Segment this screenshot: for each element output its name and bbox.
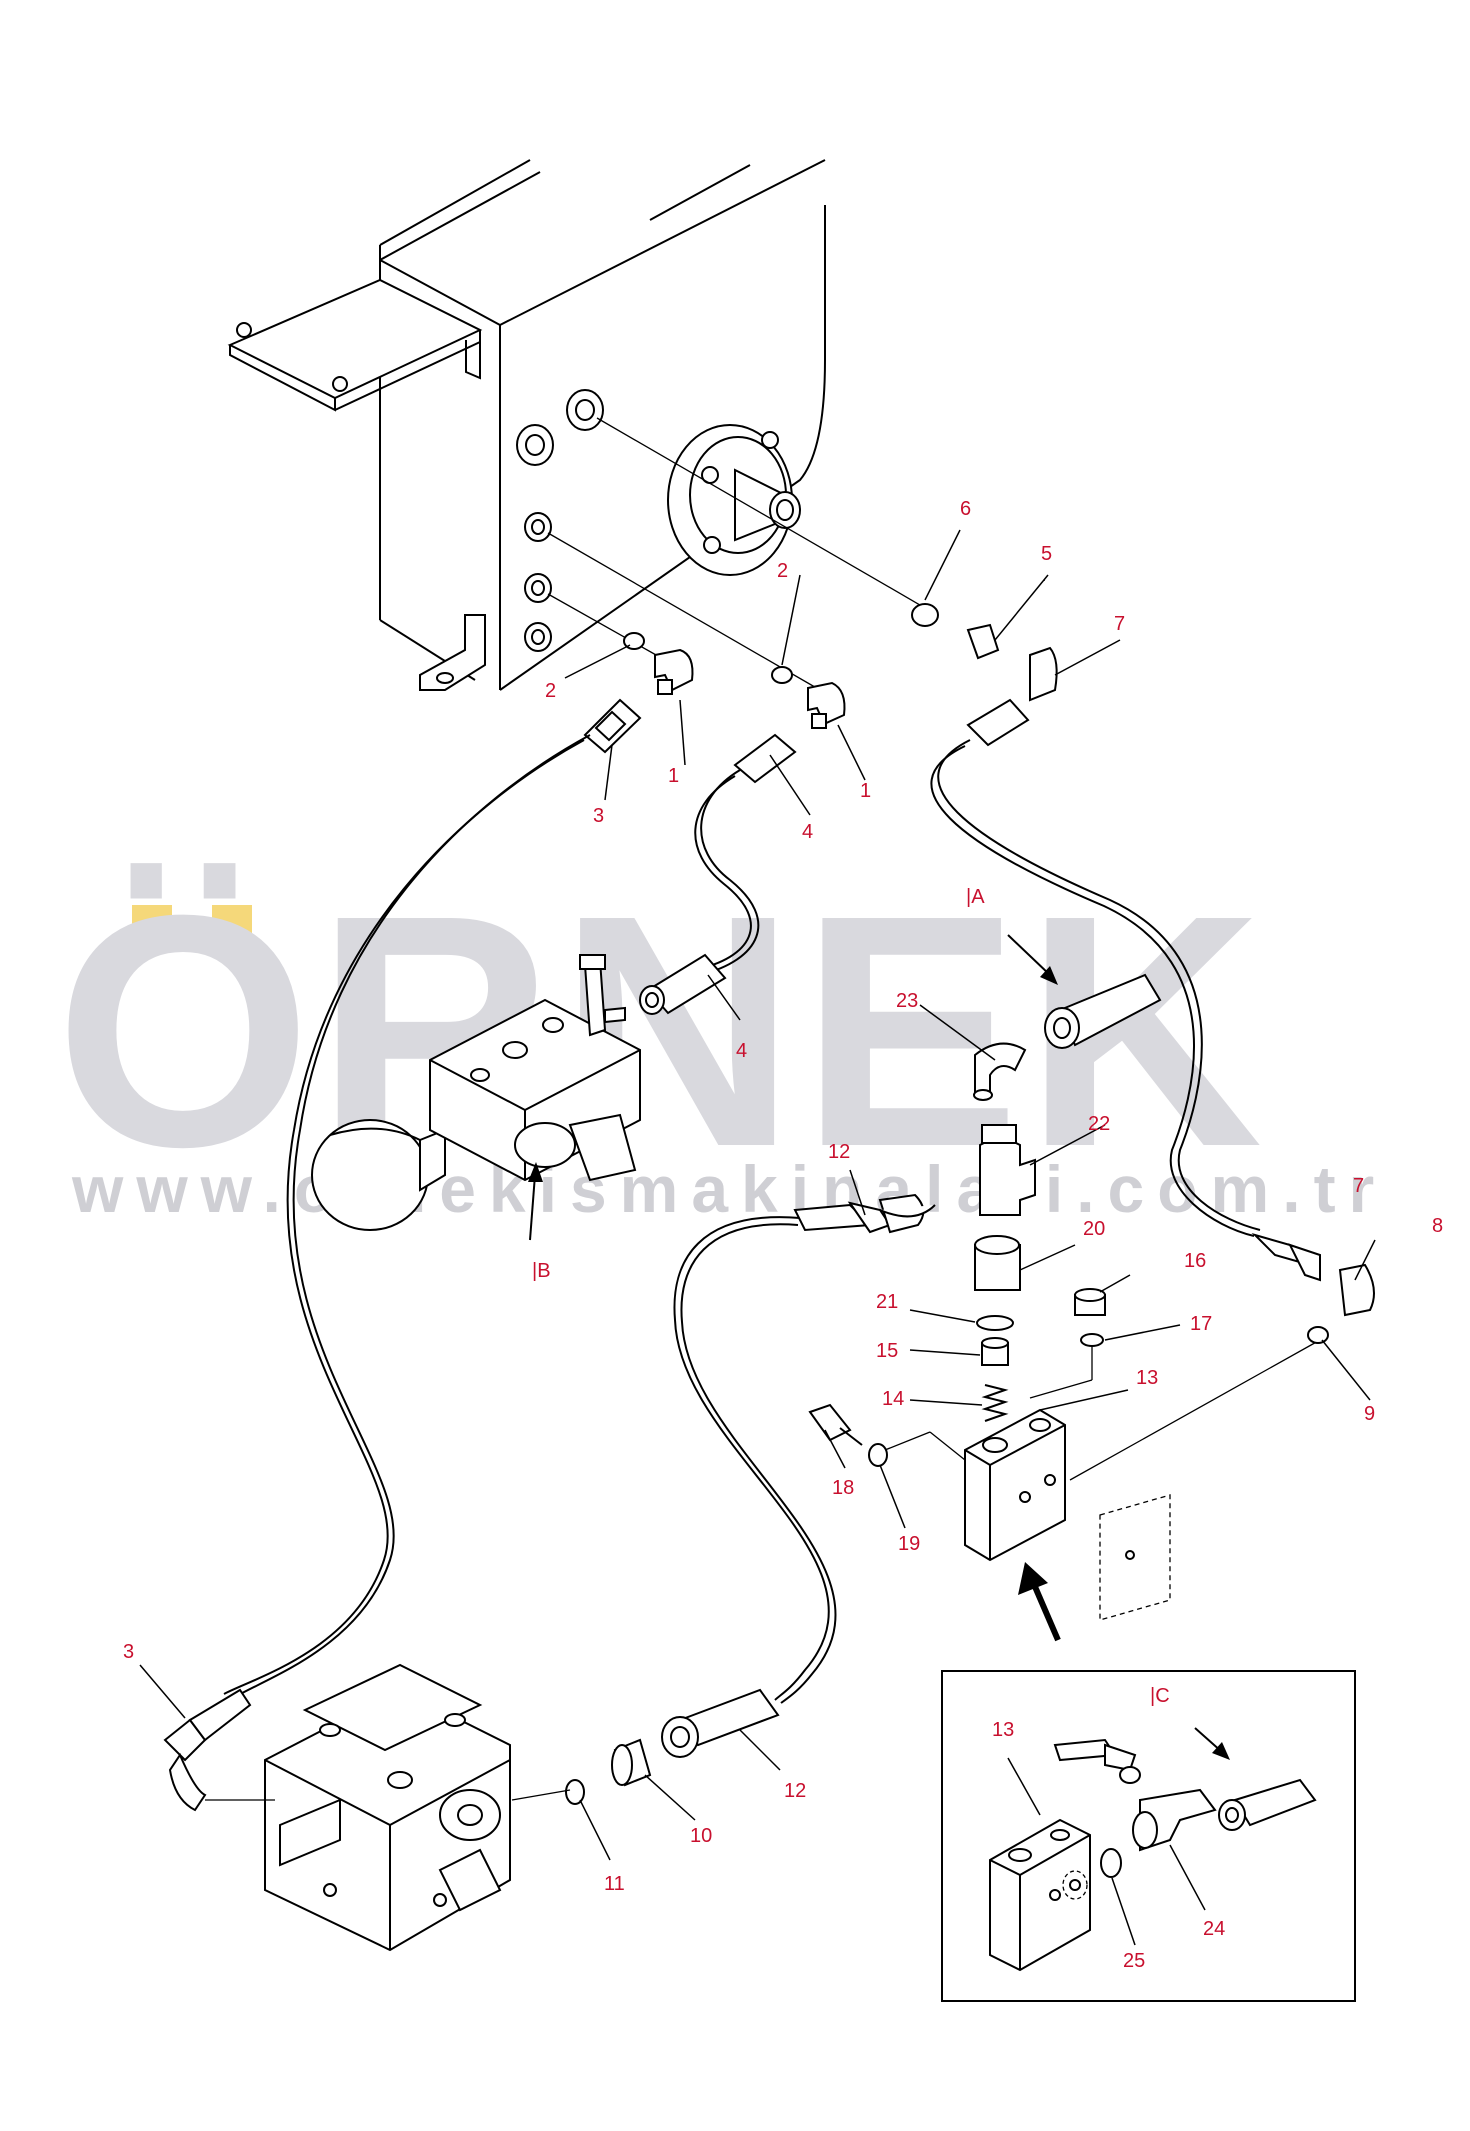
callout-23: 23 (896, 990, 918, 1012)
callout-25: 25 (1123, 1950, 1145, 1972)
callout-4-lower: 4 (736, 1040, 747, 1062)
callout-13-view-c: 13 (992, 1719, 1014, 1741)
callout-12-lower: 12 (784, 1780, 806, 1802)
assembly-lines (547, 417, 1321, 1481)
callout-7-lower: 7 (1353, 1175, 1364, 1197)
hose-end-4-lower (639, 953, 727, 1015)
view-c-panel (941, 1670, 1356, 2002)
callout-14: 14 (882, 1388, 904, 1410)
callout-5: 5 (1041, 543, 1052, 565)
callout-15: 15 (876, 1340, 898, 1362)
callout-7-upper: 7 (1114, 613, 1125, 635)
arrow-icon (528, 1162, 543, 1241)
view-label-c: |C (1150, 1685, 1170, 1707)
callout-22: 22 (1088, 1113, 1110, 1135)
callout-2-right: 2 (777, 560, 788, 582)
callout-labels: 1 1 2 2 3 3 4 4 5 6 7 7 8 9 10 11 12 12 … (123, 498, 1443, 1972)
callout-18: 18 (832, 1477, 854, 1499)
callout-17: 17 (1190, 1313, 1212, 1335)
lower-center-fittings (565, 1688, 780, 1805)
callout-13-main: 13 (1136, 1367, 1158, 1389)
accumulator-valve (311, 954, 641, 1231)
watermark: ÖRNEK www.ornekismakinalari.com.tr (55, 846, 1374, 1226)
callout-2-left: 2 (545, 680, 556, 702)
upper-fittings (583, 603, 1058, 784)
callout-4-upper: 4 (802, 821, 813, 843)
callout-24: 24 (1203, 1918, 1225, 1940)
view-label-b: |B (532, 1260, 551, 1282)
pump-assembly (163, 1663, 571, 1952)
hoses (223, 734, 1261, 1704)
leader-lines (139, 529, 1376, 1946)
callout-16: 16 (1184, 1250, 1206, 1272)
callout-3-lower: 3 (123, 1641, 134, 1663)
valve-block-13 (808, 1288, 1171, 1621)
lower-right-fittings (1251, 1232, 1375, 1344)
callout-1-right: 1 (860, 780, 871, 802)
callout-11: 11 (604, 1873, 625, 1895)
view-arrow-icon (1194, 1727, 1230, 1760)
view-c-frame (941, 1670, 1356, 2002)
view-label-group: |A |B |C (532, 886, 1170, 1707)
callout-1-left: 1 (668, 765, 679, 787)
watermark-accent-right (212, 905, 252, 937)
callout-12-upper: 12 (828, 1141, 850, 1163)
callout-6: 6 (960, 498, 971, 520)
watermark-accent-left (132, 905, 172, 937)
view-label-a: |A (966, 886, 985, 908)
hose-end-12-upper (793, 1193, 936, 1234)
arrow-icon (1018, 1562, 1061, 1642)
callout-20: 20 (1083, 1218, 1105, 1240)
callout-8: 8 (1432, 1215, 1443, 1237)
view-arrows (528, 934, 1230, 1760)
callout-9: 9 (1364, 1403, 1375, 1425)
callout-21: 21 (876, 1291, 898, 1313)
callout-10: 10 (690, 1825, 712, 1847)
view-a-fittings (973, 973, 1162, 1422)
hydraulic-tank (227, 159, 826, 691)
arrow-icon (1007, 934, 1058, 985)
callout-3-upper: 3 (593, 805, 604, 827)
callout-19: 19 (898, 1533, 920, 1555)
